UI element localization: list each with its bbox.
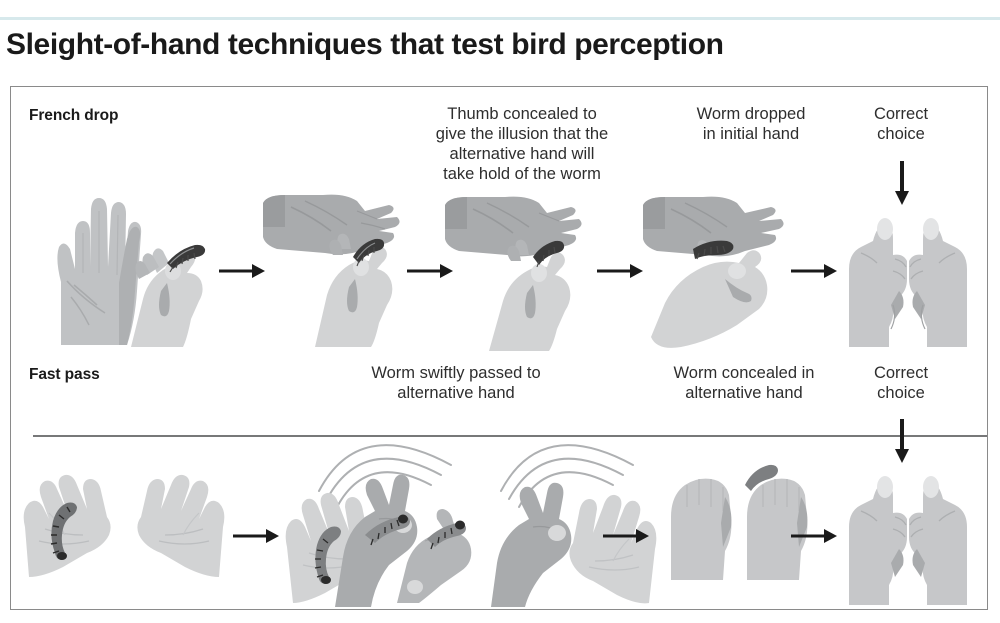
illustration-french-drop-step-1 — [31, 187, 216, 347]
infographic-frame: French drop Thumb concealed to give the … — [10, 86, 988, 610]
hand-open-light — [569, 494, 657, 604]
worm-icon — [50, 502, 77, 560]
worm-icon — [167, 244, 206, 273]
caption-line: choice — [877, 125, 925, 143]
caption-line: Worm swiftly passed to — [371, 364, 541, 382]
caption-line: give the illusion that the — [435, 125, 609, 143]
caption-line: alternative hand — [397, 384, 515, 402]
caption-fast-pass-step-4: Worm concealed in alternative hand — [639, 363, 849, 403]
hand-receiving — [397, 509, 472, 603]
hand-passing-dark — [335, 474, 418, 607]
caption-french-drop-step-2: Thumb concealed to give the illusion tha… — [397, 104, 647, 184]
hand-covering-dark — [263, 194, 400, 255]
caption-line: in initial hand — [702, 125, 800, 143]
worm-icon — [427, 520, 466, 550]
caption-french-drop-step-4: Worm dropped in initial hand — [651, 104, 851, 144]
worm-icon — [533, 240, 565, 268]
hand-open-palm — [57, 198, 142, 345]
illustration-fast-pass-step-5 — [833, 463, 983, 605]
caption-line: Correct — [873, 105, 929, 123]
caption-line: Correct — [873, 364, 929, 382]
caption-line: Worm dropped — [696, 105, 806, 123]
illustration-french-drop-step-3 — [443, 191, 603, 351]
caption-line: Worm concealed in — [673, 364, 815, 382]
worm-icon — [365, 514, 410, 546]
arrow-down-icon — [893, 419, 911, 463]
caption-line: choice — [877, 384, 925, 402]
illustration-fast-pass-step-1 — [19, 449, 229, 579]
arrow-down-icon — [893, 161, 911, 205]
illustration-fast-pass-step-2 — [279, 407, 509, 607]
arrow-right-icon — [597, 262, 643, 280]
arrow-right-icon — [219, 262, 265, 280]
arrow-right-icon — [791, 527, 837, 545]
illustration-french-drop-step-4 — [641, 191, 811, 351]
caption-line: take hold of the worm — [443, 165, 601, 183]
caption-french-drop-step-5: Correct choice — [829, 104, 973, 144]
fist-right — [909, 218, 967, 347]
hand-pinch-light — [489, 239, 571, 351]
fist-left-empty — [671, 478, 732, 580]
fist-left — [849, 476, 907, 605]
illustration-fast-pass-step-4 — [657, 455, 827, 580]
hand-pinch-holding-worm — [131, 244, 206, 347]
page-title: Sleight-of-hand techniques that test bir… — [6, 28, 724, 61]
hand-cupped-light — [651, 240, 768, 348]
fist-right-with-worm — [745, 464, 808, 580]
illustration-french-drop-step-5 — [833, 205, 983, 347]
row-label-fast-pass: Fast pass — [29, 366, 100, 383]
fist-left — [849, 218, 907, 347]
fist-right — [909, 476, 967, 605]
caption-fast-pass-step-2: Worm swiftly passed to alternative hand — [331, 363, 581, 403]
caption-fast-pass-step-5: Correct choice — [829, 363, 973, 403]
caption-line: Thumb concealed to — [447, 105, 597, 123]
arrow-right-icon — [603, 527, 649, 545]
worm-icon — [745, 464, 778, 491]
arrow-right-icon — [791, 262, 837, 280]
caption-line: alternative hand will — [449, 145, 595, 163]
hand-pinch-light — [315, 233, 393, 347]
worm-icon — [314, 526, 341, 584]
hand-open-right — [137, 474, 225, 577]
row-label-french-drop: French drop — [29, 107, 119, 124]
hand-open-left — [23, 474, 111, 577]
hand-covering-dark — [643, 196, 784, 257]
header-accent-rule — [0, 17, 1000, 20]
row-divider — [33, 435, 987, 437]
arrow-right-icon — [233, 527, 279, 545]
hand-covering-dark — [445, 196, 582, 257]
worm-icon — [693, 240, 734, 260]
motion-arc-lines — [318, 444, 452, 508]
worm-icon — [353, 238, 385, 267]
arrow-right-icon — [407, 262, 453, 280]
hand-pinch-empty-dark — [491, 482, 572, 607]
illustration-french-drop-step-2 — [261, 187, 421, 347]
illustration-fast-pass-step-3 — [463, 407, 663, 607]
caption-line: alternative hand — [685, 384, 803, 402]
